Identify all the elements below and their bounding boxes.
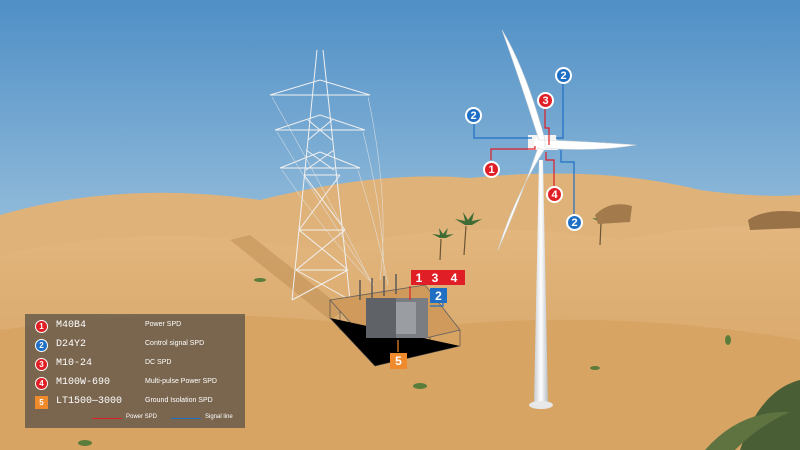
legend-model-code: D24Y2 (56, 339, 87, 350)
legend-description: Ground Isolation SPD (145, 397, 213, 404)
control-signal-spd-marker[interactable]: 2 (430, 288, 447, 303)
legend-row: 1 M40B4 Power SPD (25, 319, 245, 335)
power-line-swatch (92, 418, 122, 419)
legend-number-badge: 1 (35, 320, 48, 333)
legend-signal-line-key: Signal line (171, 414, 241, 424)
legend-description: Control signal SPD (145, 340, 205, 347)
dc-spd-badge[interactable]: 3 (537, 92, 554, 109)
dc-spd-marker[interactable]: 3 (427, 270, 443, 285)
multi-pulse-power-spd-badge[interactable]: 4 (546, 186, 563, 203)
legend-row: 5 LT1500—3000 Ground Isolation SPD (25, 395, 245, 411)
legend-description: Power SPD (145, 321, 182, 328)
legend-model-code: M100W-690 (56, 377, 111, 388)
legend-number-badge: 3 (35, 358, 48, 371)
legend-row: 3 M10-24 DC SPD (25, 357, 245, 373)
legend-description: Multi-pulse Power SPD (145, 378, 217, 385)
legend-panel: 1 M40B4 Power SPD 2 D24Y2 Control signal… (25, 314, 245, 428)
legend-row: 2 D24Y2 Control signal SPD (25, 338, 245, 354)
signal-line-swatch (171, 418, 201, 419)
legend-number-badge: 2 (35, 339, 48, 352)
legend-row: 4 M100W-690 Multi-pulse Power SPD (25, 376, 245, 392)
control-signal-spd-badge[interactable]: 2 (566, 214, 583, 231)
control-signal-spd-badge[interactable]: 2 (555, 67, 572, 84)
legend-model-code: LT1500—3000 (56, 396, 123, 407)
legend-model-code: M40B4 (56, 320, 87, 331)
multi-pulse-power-spd-marker[interactable]: 4 (443, 270, 465, 285)
ground-isolation-spd-marker[interactable]: 5 (390, 353, 407, 369)
legend-number-badge: 5 (35, 396, 48, 409)
control-signal-spd-badge[interactable]: 2 (465, 107, 482, 124)
power-spd-badge[interactable]: 1 (483, 161, 500, 178)
signal-line-label: Signal line (205, 414, 233, 420)
power-spd-marker[interactable]: 1 (411, 270, 427, 285)
legend-power-line-key: Power SPD (92, 414, 172, 424)
legend-number-badge: 4 (35, 377, 48, 390)
power-line-label: Power SPD (126, 414, 158, 420)
legend-description: DC SPD (145, 359, 172, 366)
legend-model-code: M10-24 (56, 358, 93, 369)
